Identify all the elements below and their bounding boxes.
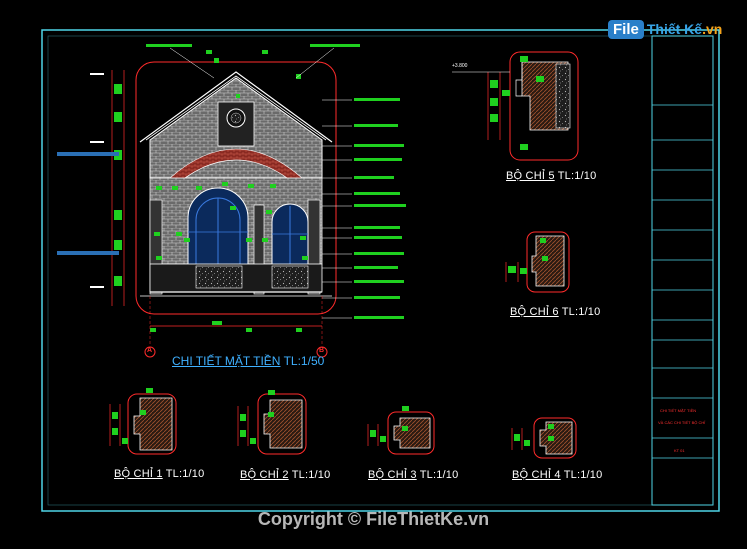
main-elevation-title: CHI TIẾT MẶT TIỀN TL:1/50 — [172, 354, 324, 368]
grid-bubble-a — [144, 346, 156, 358]
grid-label-a: A — [147, 347, 153, 354]
detail-4-title-text: BỘ CHỈ 4 — [512, 469, 561, 481]
title-block — [651, 35, 714, 506]
detail-6-scale: TL:1/10 — [561, 306, 601, 318]
detail-3-title-text: BỘ CHỈ 3 — [368, 469, 417, 481]
detail-4-scale: TL:1/10 — [563, 469, 603, 481]
logo-box-text: File — [608, 19, 644, 39]
site-logo: File Thiết Kế.vn — [608, 16, 722, 42]
detail-5-level: +3.800 — [452, 63, 468, 69]
detail-3-section — [367, 406, 435, 455]
main-elevation-title-text: CHI TIẾT MẶT TIỀN — [172, 354, 281, 368]
detail-6-title-text: BỘ CHỈ 6 — [510, 306, 559, 318]
sheet-frame — [41, 29, 720, 512]
detail-2-section — [237, 390, 307, 455]
title-block-code: KT 01 — [674, 448, 685, 453]
detail-2-scale: TL:1/10 — [291, 469, 331, 481]
title-block-line-2: VÀ CÁC CHI TIẾT BỘ CHỈ — [658, 420, 706, 425]
detail-2-title-text: BỘ CHỈ 2 — [240, 469, 289, 481]
detail-6-section — [505, 231, 570, 293]
detail-1-title-text: BỘ CHỈ 1 — [114, 468, 163, 480]
detail-6-title: BỘ CHỈ 6 TL:1/10 — [510, 306, 600, 318]
title-block-line-1: CHI TIẾT MẶT TIỀN — [660, 408, 697, 413]
detail-1-section — [109, 388, 177, 455]
detail-1-scale: TL:1/10 — [165, 468, 205, 480]
copyright-watermark: Copyright © FileThietKe.vn — [257, 509, 490, 529]
main-elevation-scale: TL:1/50 — [283, 354, 325, 368]
detail-1-title: BỘ CHỈ 1 TL:1/10 — [114, 468, 204, 480]
detail-3-title: BỘ CHỈ 3 TL:1/10 — [368, 469, 458, 481]
grid-bubble-b — [316, 346, 328, 358]
detail-5-scale: TL:1/10 — [557, 170, 597, 182]
detail-2-title: BỘ CHỈ 2 TL:1/10 — [240, 469, 330, 481]
detail-5-section — [452, 51, 579, 161]
detail-5-title-text: BỘ CHỈ 5 — [506, 170, 555, 182]
main-elevation — [57, 44, 406, 358]
detail-4-title: BỘ CHỈ 4 TL:1/10 — [512, 469, 602, 481]
grid-label-b: B — [319, 347, 325, 354]
detail-5-title: BỘ CHỈ 5 TL:1/10 — [506, 170, 596, 182]
logo-domain: .vn — [702, 21, 723, 37]
logo-text: Thiết Kế — [646, 21, 703, 37]
detail-3-scale: TL:1/10 — [419, 469, 459, 481]
detail-4-section — [511, 417, 577, 459]
